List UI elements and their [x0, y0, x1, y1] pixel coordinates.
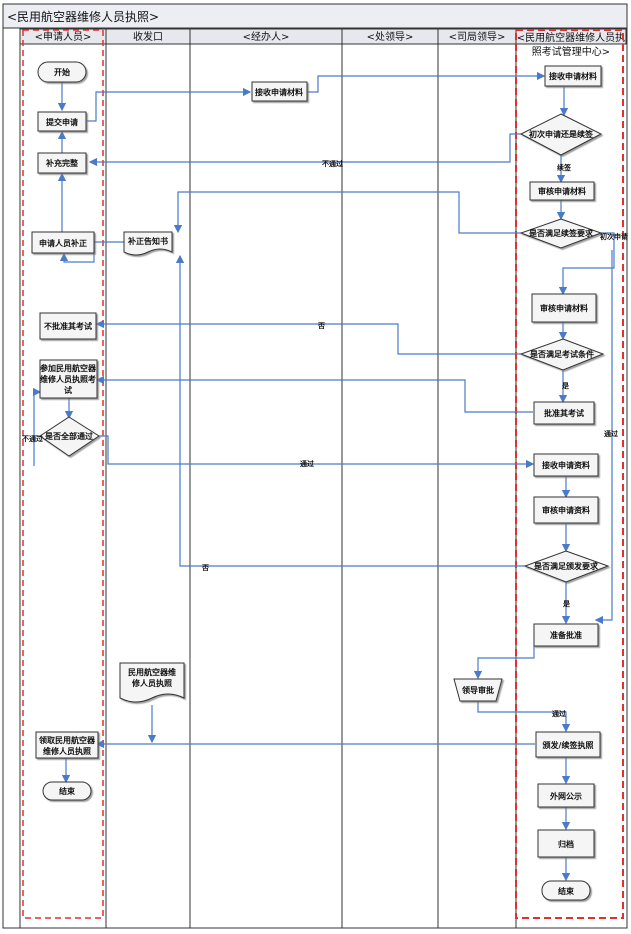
lane-label-center-line1: <民用航空器维修人员执	[517, 31, 625, 44]
svg-text:接收申请材料: 接收申请材料	[549, 71, 597, 81]
svg-text:接收申请资料: 接收申请资料	[542, 460, 590, 470]
edge-labels: 不通过 续签 初次申请 否 是 不通过 通过 否 是 通过 通过	[22, 159, 628, 718]
node-leader-approval: 领导审批	[453, 678, 503, 702]
svg-text:开始: 开始	[54, 67, 70, 77]
node-exam-ok: 是否满足考试条件	[519, 338, 605, 371]
edges	[32, 71, 615, 882]
svg-text:初次申请还是续签: 初次申请还是续签	[529, 129, 594, 139]
svg-text:准备批准: 准备批准	[550, 630, 582, 640]
svg-text:审核申请材料: 审核申请材料	[538, 186, 586, 196]
svg-text:审核申请资料: 审核申请资料	[542, 505, 590, 515]
node-issue-license: 颁发/续签执照	[535, 731, 601, 758]
node-end-left: 结束	[42, 781, 92, 801]
center-lane-highlight	[515, 29, 624, 919]
node-review-materials-1: 审核申请材料	[529, 181, 595, 201]
node-issue-ok: 是否满足颁发要求	[523, 550, 610, 583]
svg-text:审核申请材料: 审核申请材料	[540, 303, 588, 313]
svg-text:接收申请材料: 接收申请材料	[255, 87, 303, 97]
node-correction-notice: 补正告知书	[123, 231, 173, 256]
svg-text:民用航空器维: 民用航空器维	[128, 667, 176, 677]
edge-label-renew: 续签	[557, 163, 572, 172]
svg-text:补正告知书: 补正告知书	[127, 236, 168, 246]
edge-label-yes-exam: 是	[561, 381, 570, 390]
node-review-data: 审核申请资料	[533, 496, 599, 524]
node-handler-receive: 接收申请材料	[251, 81, 308, 102]
outer-frame	[2, 3, 628, 929]
edge-label-first-apply: 初次申请	[600, 232, 628, 241]
node-public-notice: 外网公示	[537, 783, 595, 808]
svg-text:不批准其考试: 不批准其考试	[44, 321, 92, 331]
node-license-doc: 民用航空器维 修人员执照	[119, 662, 185, 703]
node-supplement-done: 补充完整	[37, 152, 87, 174]
svg-text:补充完整: 补充完整	[45, 158, 78, 168]
edge-label-fail-left: 不通过	[22, 434, 43, 443]
node-receive-data: 接收申请资料	[533, 453, 599, 477]
svg-text:是否满足续签要求: 是否满足续签要求	[528, 228, 594, 238]
svg-text:是否全部通过: 是否全部通过	[44, 431, 93, 441]
node-start: 开始	[37, 61, 87, 83]
node-collect-license: 领取民用航空器 维修人员执照	[35, 731, 99, 759]
diagram-title: <民用航空器维修人员执照>	[7, 9, 159, 24]
node-submit: 提交申请	[37, 111, 87, 132]
edge-label-pass-mid: 通过	[300, 459, 314, 468]
svg-text:修人员执照: 修人员执照	[131, 678, 172, 688]
node-take-exam: 参加民用航空器 维修人员执照考 试	[39, 359, 98, 399]
node-all-passed: 是否全部通过	[39, 416, 100, 457]
svg-text:申请人员补正: 申请人员补正	[39, 238, 87, 248]
svg-text:是否满足颁发要求: 是否满足颁发要求	[533, 561, 599, 571]
svg-text:结束: 结束	[59, 786, 76, 796]
title-bar	[2, 3, 628, 29]
node-not-approved-exam: 不批准其考试	[39, 312, 97, 340]
edge-label-no-issue: 否	[201, 564, 209, 572]
svg-text:领导审批: 领导审批	[462, 685, 494, 695]
svg-text:是否满足考试条件: 是否满足考试条件	[529, 349, 594, 359]
lane-label-center-line2: 照考试管理中心>	[532, 45, 610, 58]
lane-label-applicant: <申请人员>	[35, 30, 92, 43]
lane-label-bureau-leader: <司局领导>	[449, 30, 506, 43]
svg-text:归档: 归档	[558, 839, 574, 849]
node-approve-exam: 批准其考试	[533, 401, 595, 425]
edge-label-fail-top: 不通过	[322, 159, 343, 168]
svg-text:维修人员执照: 维修人员执照	[43, 746, 91, 756]
edge-label-fail-right: 通过	[604, 429, 618, 438]
edge-label-pass-leader: 通过	[552, 709, 566, 718]
node-prepare-approval: 准备批准	[533, 623, 599, 647]
applicant-lane-highlight	[22, 29, 104, 919]
lane-label-division-leader: <处领导>	[367, 30, 414, 43]
node-archive: 归档	[537, 829, 595, 858]
svg-text:外网公示: 外网公示	[550, 791, 582, 801]
svg-text:试: 试	[64, 385, 72, 395]
svg-text:领取民用航空器: 领取民用航空器	[39, 735, 96, 745]
node-review-materials-2: 审核申请材料	[531, 293, 597, 323]
edge-label-no-exam: 否	[317, 322, 325, 330]
node-first-or-renew: 初次申请还是续签	[519, 113, 603, 156]
node-end-right: 结束	[541, 880, 591, 901]
lane-label-handler: <经办人>	[243, 30, 290, 43]
svg-text:批准其考试: 批准其考试	[544, 408, 584, 418]
node-center-receive: 接收申请材料	[544, 65, 602, 87]
svg-text:结束: 结束	[558, 886, 575, 896]
lane-label-receiving: 收发口	[133, 30, 163, 43]
svg-text:提交申请: 提交申请	[46, 117, 78, 127]
node-renewal-ok: 是否满足续签要求	[519, 218, 603, 249]
svg-text:维修人员执照考: 维修人员执照考	[40, 374, 96, 384]
svg-text:参加民用航空器: 参加民用航空器	[39, 363, 97, 373]
edge-label-yes-issue: 是	[562, 599, 571, 608]
svg-text:颁发/续签执照: 颁发/续签执照	[543, 740, 594, 750]
node-applicant-supplement: 申请人员补正	[31, 231, 95, 254]
